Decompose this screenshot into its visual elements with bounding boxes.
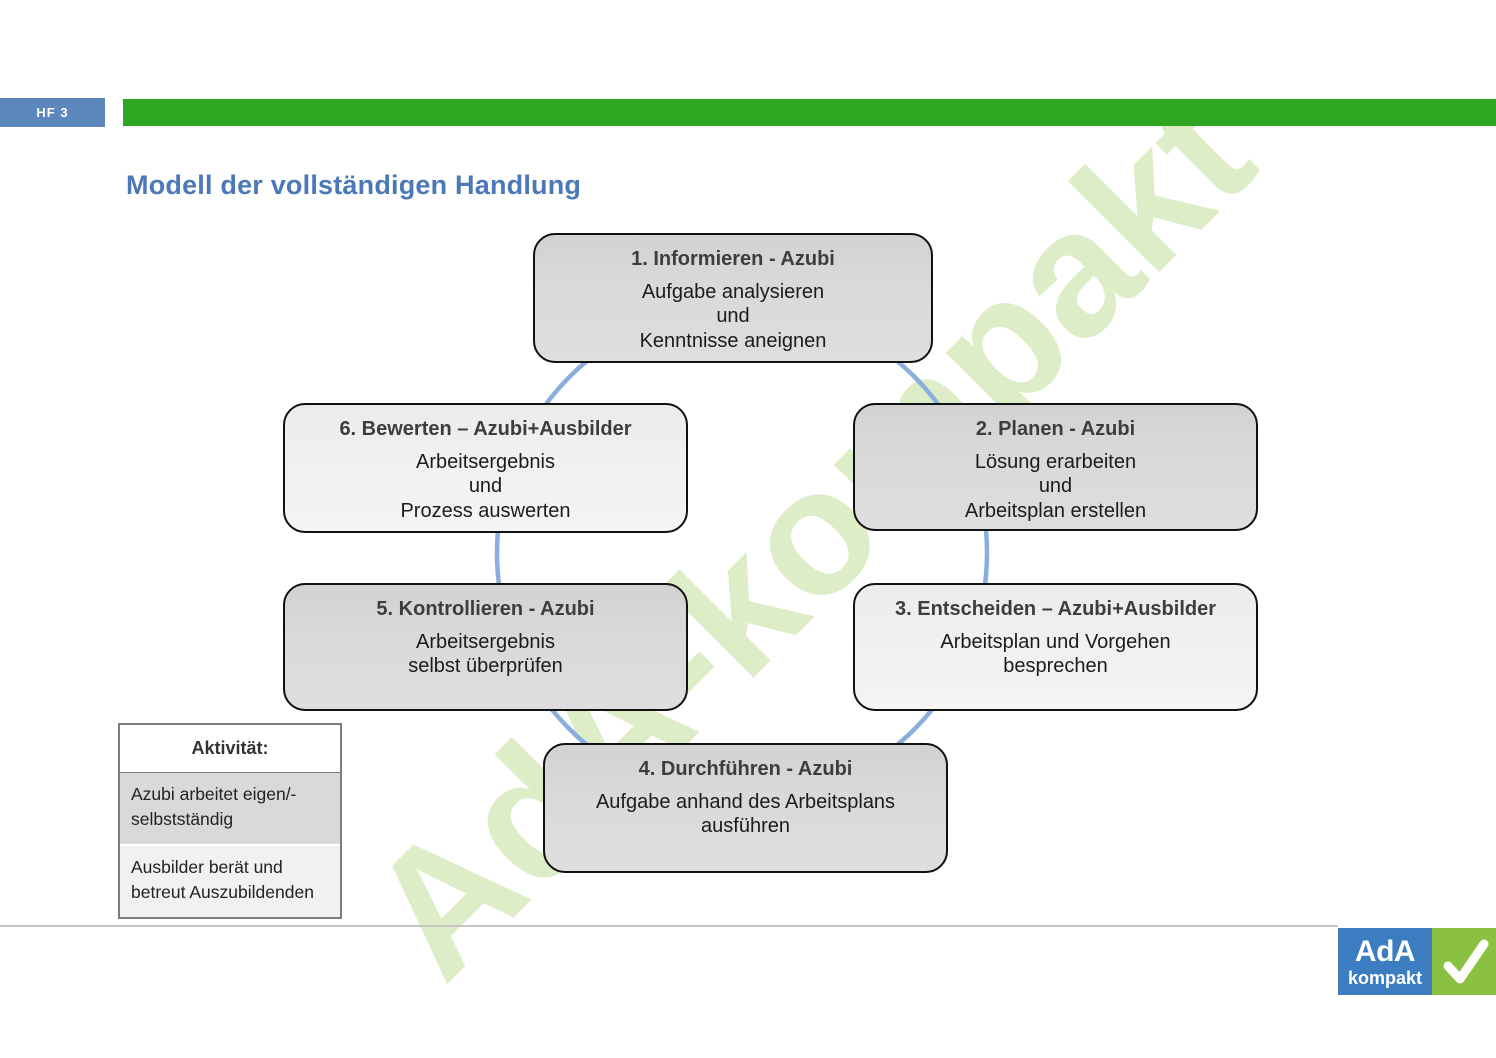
chapter-tab: HF 3 bbox=[0, 98, 105, 127]
step-title: 6. Bewerten – Azubi+Ausbilder bbox=[339, 418, 632, 440]
step-title: 1. Informieren - Azubi bbox=[631, 248, 835, 270]
step-box-kontrollieren: 5. Kontrollieren - Azubi Arbeitsergebnis… bbox=[283, 583, 688, 711]
legend-header: Aktivität: bbox=[120, 725, 340, 773]
logo-line2: kompakt bbox=[1347, 967, 1423, 988]
step-body: Lösung erarbeiten und Arbeitsplan erstel… bbox=[964, 451, 1147, 522]
legend-table: Aktivität: Azubi arbeitet eigen/- selbst… bbox=[118, 723, 342, 919]
step-title: 2. Planen - Azubi bbox=[975, 418, 1136, 440]
logo-check-block bbox=[1432, 928, 1496, 995]
step-body: Arbeitsergebnis und Prozess auswerten bbox=[400, 451, 571, 522]
step-title: 5. Kontrollieren - Azubi bbox=[376, 598, 595, 620]
header-bar bbox=[123, 99, 1496, 126]
step-box-informieren: 1. Informieren - Azubi Aufgabe analysier… bbox=[533, 233, 933, 363]
step-body: Arbeitsplan und Vorgehen besprechen bbox=[940, 631, 1171, 678]
step-title: 3. Entscheiden – Azubi+Ausbilder bbox=[895, 598, 1216, 620]
step-box-entscheiden: 3. Entscheiden – Azubi+Ausbilder Arbeits… bbox=[853, 583, 1258, 711]
legend-row-azubi: Azubi arbeitet eigen/- selbstständig bbox=[120, 773, 340, 846]
step-box-durchfuehren: 4. Durchführen - Azubi Aufgabe anhand de… bbox=[543, 743, 948, 873]
step-box-bewerten: 6. Bewerten – Azubi+Ausbilder Arbeitserg… bbox=[283, 403, 688, 533]
page-title: Modell der vollständigen Handlung bbox=[126, 170, 582, 200]
legend-row-ausbilder: Ausbilder berät und betreut Auszubildend… bbox=[120, 845, 340, 917]
ada-kompakt-logo: AdA kompakt bbox=[1338, 928, 1496, 995]
step-body: Aufgabe analysieren und Kenntnisse aneig… bbox=[639, 281, 827, 352]
checkmark-icon bbox=[1443, 939, 1489, 983]
step-body: Arbeitsergebnis selbst überprüfen bbox=[408, 631, 563, 678]
step-title: 4. Durchführen - Azubi bbox=[638, 758, 853, 780]
footer-divider bbox=[0, 925, 1338, 927]
step-box-planen: 2. Planen - Azubi Lösung erarbeiten und … bbox=[853, 403, 1258, 531]
logo-text-block: AdA kompakt bbox=[1338, 928, 1432, 995]
logo-line1: AdA bbox=[1354, 934, 1416, 968]
step-body: Aufgabe anhand des Arbeitsplans ausführe… bbox=[595, 791, 896, 838]
